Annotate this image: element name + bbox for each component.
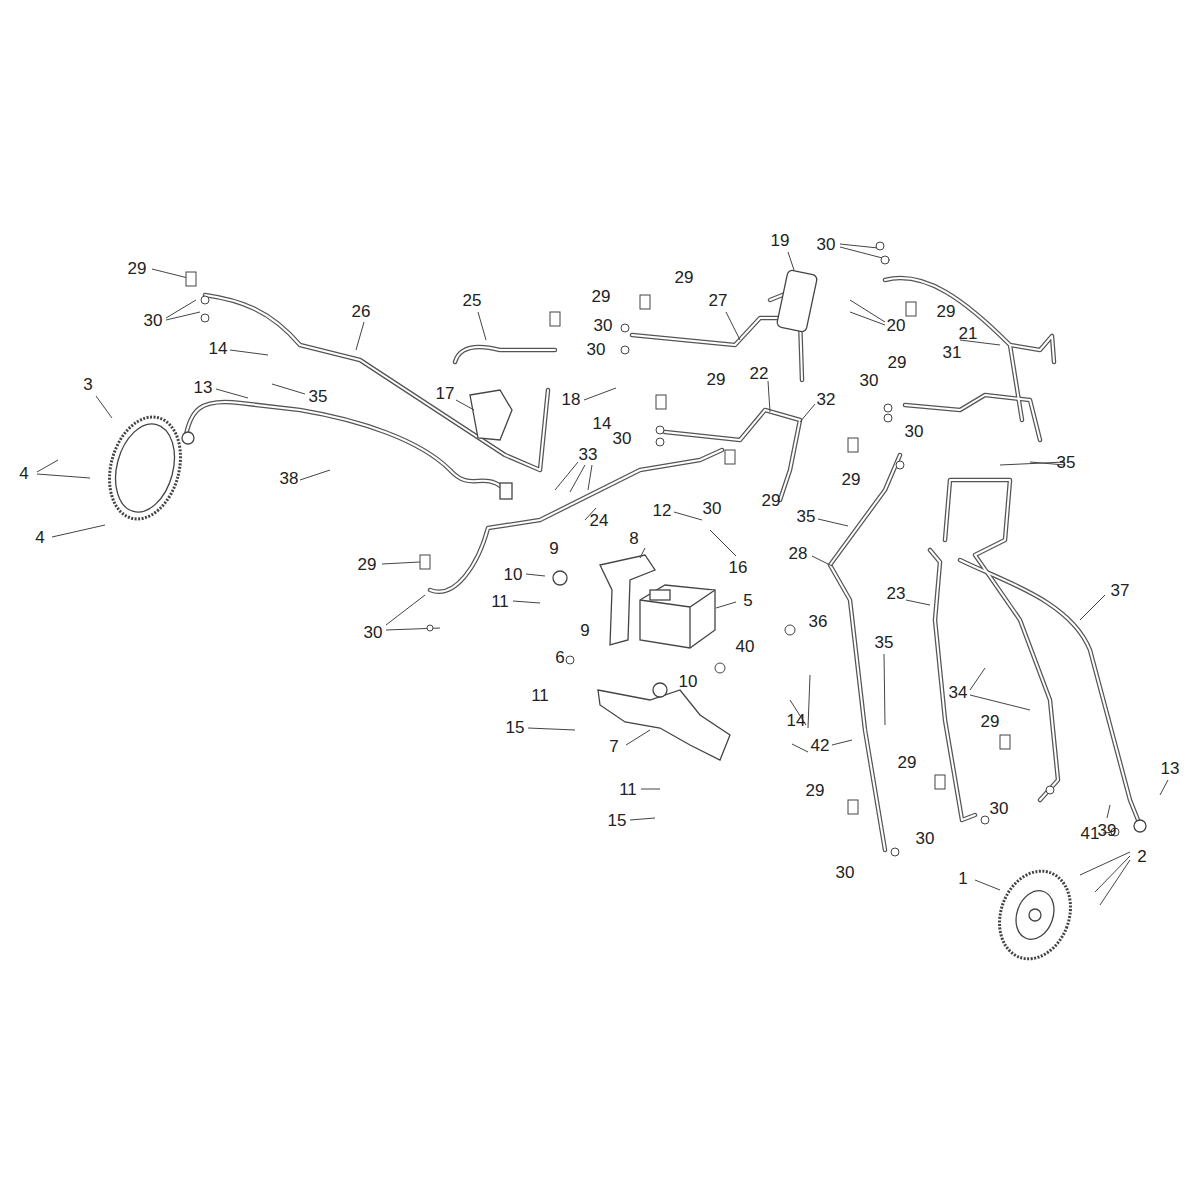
fasteners — [186, 242, 1119, 856]
callout-number: 30 — [701, 499, 724, 518]
callout-number: 32 — [815, 390, 838, 409]
callout-number: 34 — [947, 683, 970, 702]
callout-number: 30 — [592, 316, 615, 335]
callout-number: 29 — [935, 302, 958, 321]
callout-number: 10 — [677, 672, 700, 691]
callout-number: 27 — [707, 291, 730, 310]
callout-number: 16 — [727, 558, 750, 577]
callout-number: 9 — [547, 539, 560, 558]
leader-lines — [37, 244, 1168, 905]
callout-number: 11 — [489, 592, 511, 611]
callout-number: 17 — [434, 384, 457, 403]
callout-number: 24 — [588, 511, 611, 530]
callout-number: 15 — [504, 718, 527, 737]
brake-pipe-outline — [185, 278, 1140, 850]
callout-number: 14 — [785, 711, 808, 730]
callout-number: 5 — [741, 591, 754, 610]
callout-number: 30 — [858, 371, 881, 390]
callout-number: 29 — [673, 268, 696, 287]
callout-number: 30 — [834, 863, 857, 882]
callout-number: 10 — [502, 565, 525, 584]
callout-number: 14 — [591, 414, 614, 433]
callout-number: 7 — [607, 737, 620, 756]
callout-number: 18 — [560, 390, 583, 409]
callout-number: 41 — [1079, 824, 1102, 843]
callout-number: 30 — [611, 429, 634, 448]
callout-number: 11 — [529, 686, 551, 705]
callout-number: 25 — [461, 291, 484, 310]
callout-number: 29 — [760, 491, 783, 510]
callout-number: 35 — [873, 633, 896, 652]
callout-number: 23 — [885, 584, 908, 603]
callout-number: 2 — [1135, 847, 1148, 866]
callout-number: 29 — [705, 370, 728, 389]
callout-number: 29 — [356, 555, 379, 574]
components — [99, 270, 1146, 969]
callout-number: 20 — [885, 316, 908, 335]
callout-number: 8 — [627, 529, 640, 548]
callout-number: 19 — [769, 231, 792, 250]
callout-number: 30 — [585, 340, 608, 359]
callout-number: 15 — [606, 811, 629, 830]
callout-number: 14 — [207, 339, 230, 358]
callout-number: 29 — [126, 259, 149, 278]
callout-number: 29 — [840, 470, 863, 489]
callout-number: 40 — [734, 637, 757, 656]
callout-number: 3 — [81, 375, 94, 394]
callout-number: 30 — [362, 623, 385, 642]
callout-number: 37 — [1109, 581, 1132, 600]
callout-number: 13 — [1159, 759, 1182, 778]
callout-number: 21 — [957, 324, 980, 343]
callout-number: 35 — [307, 387, 330, 406]
callout-number: 30 — [903, 422, 926, 441]
callout-number: 36 — [807, 612, 830, 631]
callout-number: 29 — [590, 287, 613, 306]
callout-number: 13 — [192, 378, 215, 397]
callout-number: 9 — [578, 621, 591, 640]
callout-number: 29 — [896, 753, 919, 772]
callout-number: 30 — [815, 235, 838, 254]
callout-number: 30 — [914, 829, 937, 848]
callout-number: 29 — [886, 353, 909, 372]
callout-number: 12 — [651, 501, 674, 520]
callout-number: 6 — [553, 648, 566, 667]
callout-number: 22 — [748, 364, 771, 383]
callout-number: 29 — [979, 712, 1002, 731]
callout-number: 35 — [795, 507, 818, 526]
callout-number: 31 — [941, 343, 964, 362]
callout-number: 26 — [350, 302, 373, 321]
callout-number: 33 — [577, 445, 600, 464]
callout-number: 1 — [956, 869, 969, 888]
callout-number: 30 — [142, 311, 165, 330]
callout-number: 28 — [787, 544, 810, 563]
callout-number: 11 — [617, 780, 639, 799]
callout-number: 4 — [33, 528, 46, 547]
callout-number: 4 — [17, 464, 30, 483]
callout-number: 35 — [1055, 453, 1078, 472]
callout-number: 42 — [809, 736, 832, 755]
brake-pipe-inner — [185, 278, 1140, 850]
callout-number: 30 — [988, 799, 1011, 818]
callout-number: 38 — [278, 469, 301, 488]
callout-number: 29 — [804, 781, 827, 800]
